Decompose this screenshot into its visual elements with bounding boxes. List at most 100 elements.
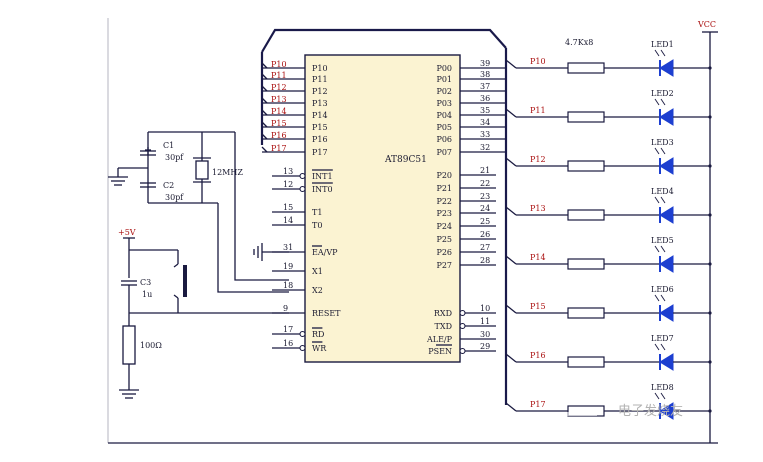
- led-diode-icon: [659, 206, 674, 224]
- led-channel-label: P15: [530, 302, 546, 311]
- mcu-pin-left-wr: WR 16: [272, 339, 327, 353]
- mcu-pin-number: 29: [480, 342, 490, 351]
- mcu-pin-name: INT0: [312, 185, 333, 194]
- mcu-pin-right-p21: P21 22: [436, 179, 496, 193]
- mcu-pin-name: WR: [312, 344, 327, 353]
- mcu-pin-number: 38: [480, 70, 490, 79]
- mcu-pin-name: P17: [312, 148, 328, 157]
- current-limit-resistor: [567, 160, 605, 172]
- mcu-pin-name: P22: [436, 197, 452, 206]
- mcu-pin-name: P20: [436, 171, 452, 180]
- mcu-pin-name: P04: [436, 111, 452, 120]
- mcu-pin-name: TXD: [435, 322, 452, 331]
- mcu-pin-name: P21: [436, 184, 452, 193]
- c2-label: C2: [163, 181, 174, 190]
- current-limit-resistor: [567, 307, 605, 319]
- mcu-pin-name: P03: [436, 99, 452, 108]
- x1-wire: [234, 132, 289, 281]
- led-label: LED2: [651, 89, 674, 98]
- mcu-pin-number: 12: [283, 180, 293, 189]
- led-diode-icon: [659, 255, 674, 273]
- mcu-pin-number: 22: [480, 179, 490, 188]
- mcu-pin-name: ALE/P: [426, 335, 453, 344]
- mcu-pin-right-p01: P01 38: [436, 70, 506, 84]
- mcu-chip-body: [304, 54, 461, 363]
- mcu-pin-name: X1: [312, 267, 323, 276]
- led-row-6: P15 LED6: [505, 285, 712, 322]
- current-limit-resistor: [567, 62, 605, 74]
- mcu-pin-name: P01: [436, 75, 452, 84]
- mcu-pin-left-p17: P17: [262, 148, 328, 157]
- mcu-pin-name: P15: [312, 123, 328, 132]
- mcu-pin-number: 39: [480, 59, 490, 68]
- led-label: LED6: [651, 285, 674, 294]
- mcu-pin-left-p13: P13: [262, 99, 328, 108]
- led-driver-rows: P10LED1P11LED2P12LED3P13LED4P14LED5P15LE…: [505, 40, 712, 420]
- led-channel-label: P11: [530, 106, 546, 115]
- mcu-right-pins: P0039P0138P0237P0336P0435P0534P0633P0732…: [426, 59, 506, 356]
- led-channel-label: P17: [530, 400, 546, 409]
- mcu-pin-name: P10: [312, 64, 328, 73]
- led-label: LED1: [651, 40, 674, 49]
- ground-icon: [108, 168, 128, 186]
- mcu-pin-name: P13: [312, 99, 328, 108]
- led-diode-icon: [659, 304, 674, 322]
- mcu-pin-number: 34: [480, 118, 490, 127]
- mcu-pin-left-p16: P16: [262, 135, 328, 144]
- c2-value: 30pf: [165, 193, 184, 202]
- bus-label: P10: [271, 60, 287, 69]
- mcu-pin-number: 33: [480, 130, 490, 139]
- mcu-pin-name: X2: [312, 286, 323, 295]
- bus-label: P14: [271, 107, 287, 116]
- mcu-pin-number: 11: [480, 317, 490, 326]
- mcu-pin-right-txd: TXD 11: [435, 317, 496, 331]
- led-diode-icon: [659, 59, 674, 77]
- mcu-pin-number: 35: [480, 106, 490, 115]
- mcu-pin-number: 16: [283, 339, 293, 348]
- bus-label: P17: [271, 144, 287, 153]
- crystal-body: [195, 160, 209, 180]
- bus-entries: [261, 62, 268, 153]
- mcu-pin-number: 13: [283, 167, 293, 176]
- reset-resistor: [122, 325, 136, 365]
- current-limit-resistor: [567, 356, 605, 368]
- mcu-pin-name: P05: [436, 123, 452, 132]
- mcu-pin-name: RD: [312, 330, 324, 339]
- mcu-pin-name: P23: [436, 209, 452, 218]
- mcu-pin-name: P06: [436, 135, 452, 144]
- mcu-pin-right-alep: ALE/P30: [426, 330, 496, 344]
- mcu-pin-number: 14: [283, 216, 293, 225]
- mcu-pin-right-p25: P25 26: [436, 230, 496, 244]
- mcu-pin-number: 32: [480, 143, 490, 152]
- led-diode-icon: [659, 353, 674, 371]
- mcu-pin-right-p06: P06 33: [436, 130, 506, 144]
- led-label: LED4: [651, 187, 674, 196]
- mcu-pin-name: P27: [436, 261, 452, 270]
- supply-label: +5V: [118, 228, 136, 237]
- c1-label: C1: [163, 141, 174, 150]
- mcu-pin-name: P25: [436, 235, 452, 244]
- c1-value: 30pf: [165, 153, 184, 162]
- mcu-pin-number: 26: [480, 230, 490, 239]
- mcu-pin-name: RXD: [434, 309, 452, 318]
- mcu-pin-name: P11: [312, 75, 328, 84]
- led-diode-icon: [659, 108, 674, 126]
- mcu-pin-name: P16: [312, 135, 328, 144]
- mcu-pin-name: P24: [436, 222, 452, 231]
- mcu-pin-left-p15: P15: [262, 123, 328, 132]
